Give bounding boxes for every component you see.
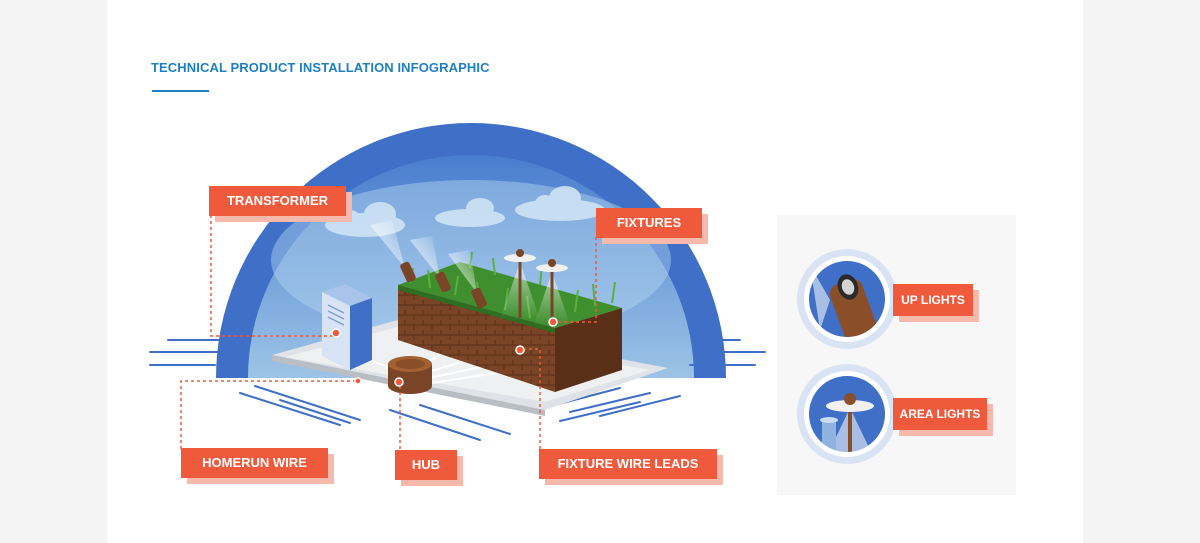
area-light-fixtures [500, 249, 570, 325]
label-homerun-wire: HOMERUN WIRE [181, 448, 328, 478]
fixture-types-panel [777, 215, 1016, 495]
cloud [515, 186, 605, 221]
label-transformer: TRANSFORMER [209, 186, 346, 216]
page-title: TECHNICAL PRODUCT INSTALLATION INFOGRAPH… [151, 60, 490, 75]
callout-leader-lines [180, 215, 597, 449]
up-light-fixtures [370, 220, 487, 309]
label-hub: HUB [395, 450, 457, 480]
callout-dots [331, 317, 558, 387]
label-up-lights: UP LIGHTS [893, 284, 973, 316]
hub-cylinder [388, 356, 432, 394]
planter-bed [398, 251, 622, 392]
transformer-box [322, 284, 372, 370]
label-fixtures: FIXTURES [596, 208, 702, 238]
label-area-lights: AREA LIGHTS [893, 398, 987, 430]
label-fixture-wire-leads: FIXTURE WIRE LEADS [539, 449, 717, 479]
ground-lines [149, 339, 766, 441]
cloud [435, 198, 505, 227]
title-underline [152, 90, 209, 92]
